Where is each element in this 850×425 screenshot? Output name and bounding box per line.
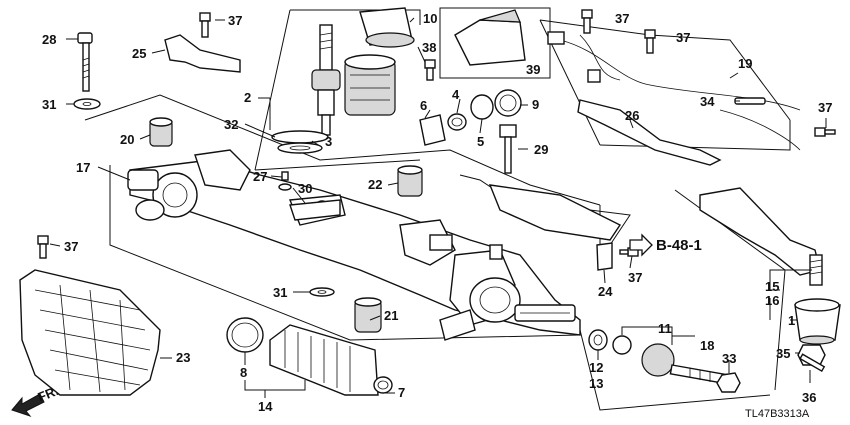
bolt-37-b [581,9,593,34]
callout-21: 21 [384,308,398,323]
pin-36 [799,353,826,373]
callout-11: 11 [658,321,672,336]
washer-27 [278,183,292,191]
bracket-30 [289,199,341,221]
callout-17: 17 [76,160,90,175]
bushing-20 [149,117,173,147]
bushing-21 [354,297,382,333]
bracket-24 [596,242,613,271]
seal-32 [271,130,329,144]
bolt-37-f [37,235,49,259]
callout-5: 5 [477,134,484,149]
shield-23 [19,269,161,396]
figure-code: TL47B3313A [745,408,810,420]
callout-24: 24 [598,284,613,299]
callout-9: 9 [532,97,539,112]
bolt-38 [424,59,436,81]
callout-labels: 1 2 3 4 5 6 7 8 9 10 11 12 13 14 15 16 1… [42,11,832,414]
direction-label: FR. [36,383,61,405]
callout-38: 38 [422,40,436,55]
clamp-8 [226,317,264,353]
harness-19 [547,31,801,151]
bolt-37-a [199,12,211,38]
callout-36: 36 [802,390,816,405]
callout-10: 10 [423,11,437,26]
inner-tie-rod-18 [641,343,727,385]
callout-37-c: 37 [676,30,690,45]
callout-18: 18 [700,338,714,353]
pinion-shaft-2 [311,24,341,136]
callout-39: 39 [526,62,540,77]
callout-3: 3 [325,134,332,149]
callout-31-top: 31 [42,97,56,112]
plug-5 [470,94,494,120]
reference-label: B-48-1 [656,237,702,254]
callout-4: 4 [452,87,460,102]
bushing-22 [397,165,423,197]
callout-37-a: 37 [228,13,242,28]
callout-13: 13 [589,376,603,391]
callout-16: 16 [765,293,779,308]
boot-14 [269,324,379,396]
bracket-long [488,184,622,241]
callout-32: 32 [224,117,238,132]
callout-8: 8 [240,365,247,380]
callout-37-b: 37 [615,11,629,26]
nut-33 [716,372,741,393]
callout-34: 34 [700,94,715,109]
bolt-29 [499,124,517,174]
callout-33: 33 [722,351,736,366]
bolt-27 [281,171,289,181]
callout-6: 6 [420,98,427,113]
callout-20: 20 [120,132,134,147]
callout-19: 19 [738,56,752,71]
seal-6 [419,114,446,146]
bolt-37-d [814,127,836,137]
callout-1: 1 [788,313,795,328]
callout-30: 30 [298,181,312,196]
steering-rack-housing [127,149,581,341]
bolt-37-c [644,29,656,54]
tie-rod-end-15 [699,187,823,286]
valve-body [344,54,396,116]
leader-lines [49,17,827,398]
front-direction-arrow-icon [11,393,45,418]
callout-14: 14 [258,399,273,414]
callout-25: 25 [132,46,146,61]
callout-26: 26 [625,108,639,123]
group-outlines [84,7,791,411]
callout-7: 7 [398,385,405,400]
callout-37-e: 37 [628,270,642,285]
bracket-26 [577,99,722,166]
bracket-25 [164,34,241,73]
ring-3 [277,142,323,154]
ring-9 [494,89,522,117]
callout-22: 22 [368,177,382,192]
reference-arrow-icon [629,233,653,257]
callout-15: 15 [765,279,779,294]
callout-27: 27 [253,169,267,184]
callout-23: 23 [176,350,190,365]
clamp-7 [373,376,393,394]
ring-11 [612,335,632,355]
callout-31-lower: 31 [273,285,287,300]
washer-31-lower [309,287,335,297]
boot-1 [794,298,841,345]
washer-31-top [73,98,101,110]
callout-37-d: 37 [818,100,832,115]
washer-12 [588,329,608,351]
callout-37-f: 37 [64,239,78,254]
bolt-28 [77,32,93,92]
callout-35: 35 [776,346,790,361]
cover-39 [454,19,526,66]
callout-12: 12 [589,360,603,375]
callout-28: 28 [42,32,56,47]
callout-29: 29 [534,142,548,157]
callout-2: 2 [244,90,251,105]
spring-4 [447,113,467,131]
